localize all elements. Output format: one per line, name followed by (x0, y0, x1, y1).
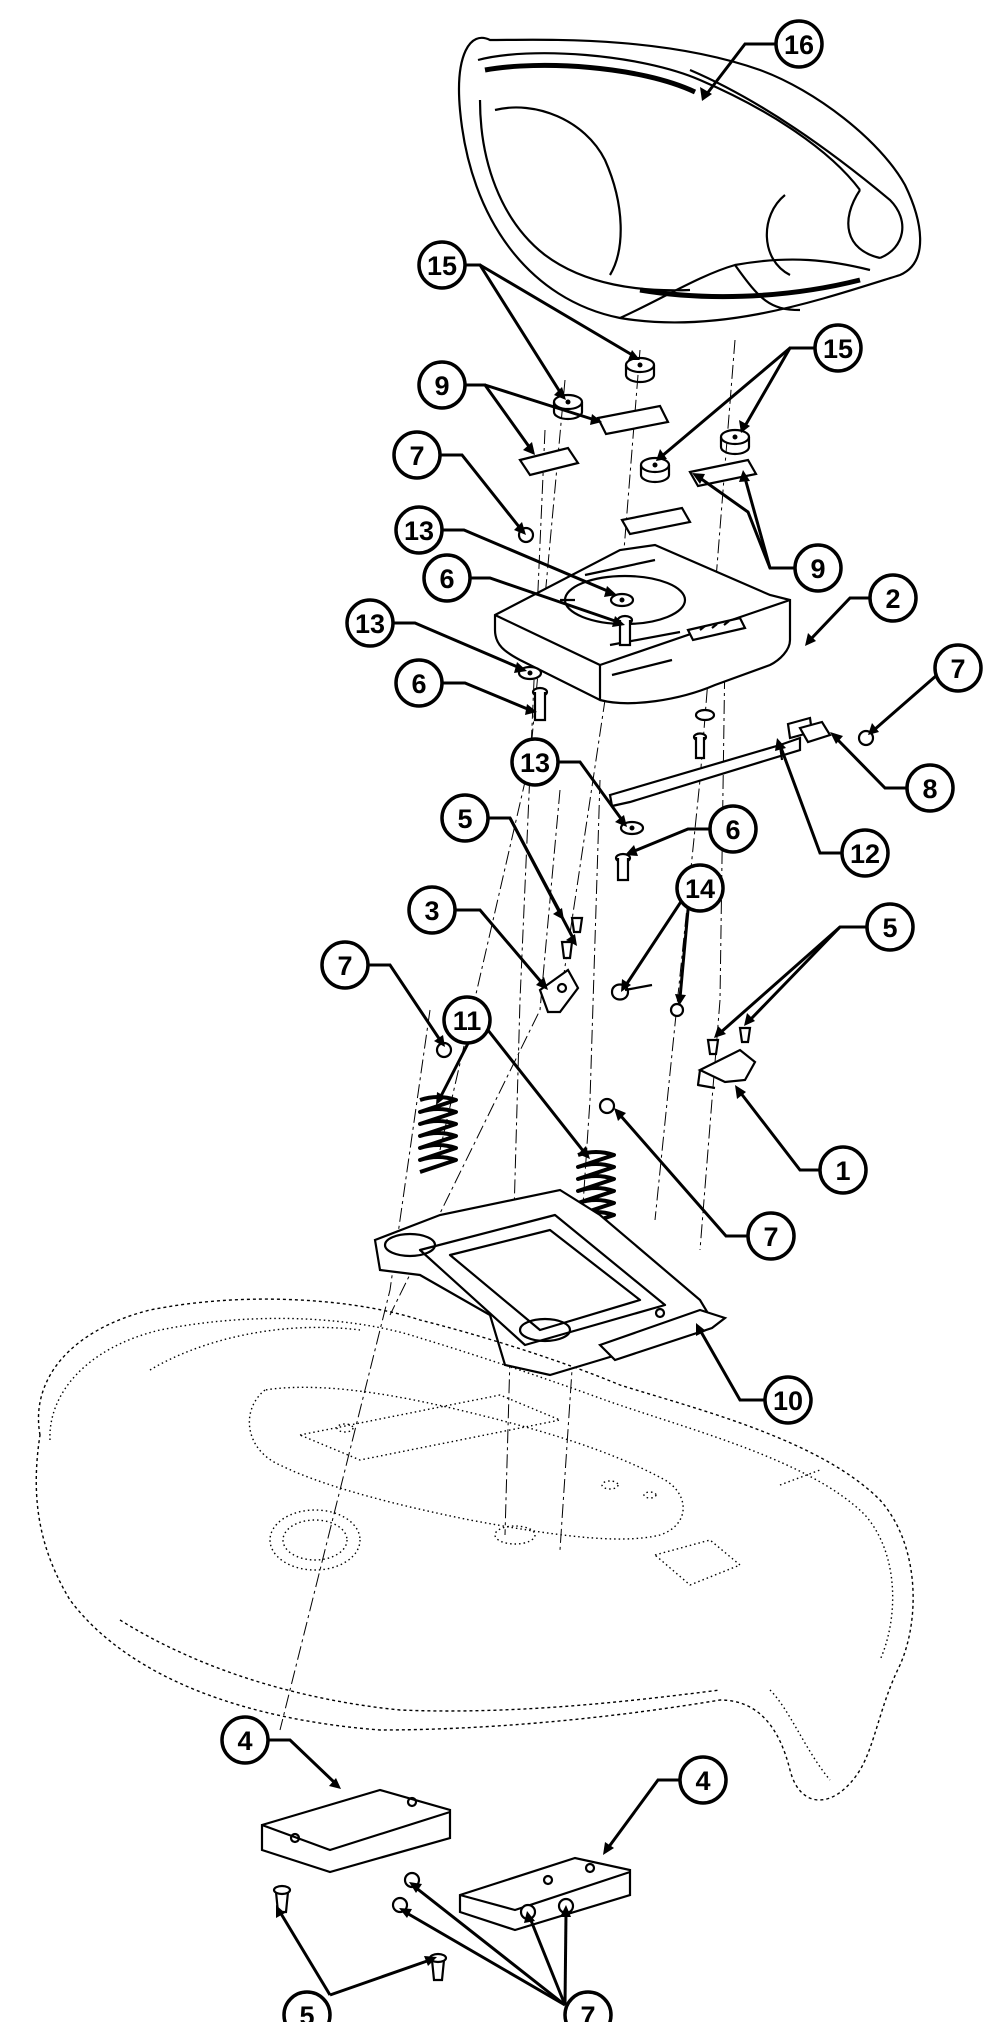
callout-9-lower: 9 (793, 543, 843, 593)
leader-lines (268, 42, 958, 2007)
svg-text:7: 7 (763, 1222, 778, 1252)
bolt-upper (616, 614, 634, 647)
fender-body (35, 1298, 914, 1801)
svg-text:3: 3 (424, 896, 439, 926)
callout-7-left: 7 (320, 940, 370, 990)
bumper-2 (624, 356, 656, 384)
svg-text:5: 5 (457, 804, 472, 834)
callout-4-right: 4 (678, 1755, 728, 1805)
svg-text:6: 6 (439, 564, 454, 594)
svg-text:9: 9 (434, 371, 449, 401)
bumper-4 (719, 428, 751, 456)
bumper-3 (639, 456, 671, 484)
callout-6-left: 6 (394, 658, 444, 708)
callout-3: 3 (407, 885, 457, 935)
seat-pan (493, 543, 792, 705)
svg-text:8: 8 (922, 774, 937, 804)
callout-16: 16 (774, 19, 824, 69)
callouts: 16 15 15 9 7 13 6 9 2 13 6 7 8 13 6 (220, 19, 983, 2022)
bolt-left (531, 686, 549, 722)
callout-13-left: 13 (345, 598, 395, 648)
callout-9-upper: 9 (417, 360, 467, 410)
svg-text:13: 13 (355, 609, 385, 639)
callout-13-lower: 13 (510, 737, 560, 787)
svg-text:14: 14 (685, 874, 715, 904)
svg-text:12: 12 (850, 839, 880, 869)
latch (798, 720, 832, 744)
callout-5-left: 5 (440, 793, 490, 843)
svg-text:7: 7 (950, 654, 965, 684)
slide-bracket (608, 716, 814, 808)
svg-text:7: 7 (580, 2001, 595, 2022)
callout-7-right: 7 (933, 643, 983, 693)
callout-10: 10 (763, 1375, 813, 1425)
callout-7-bottom: 7 (563, 1990, 613, 2022)
callout-8: 8 (905, 763, 955, 813)
svg-text:1: 1 (835, 1156, 850, 1186)
callout-5-right: 5 (865, 902, 915, 952)
svg-text:11: 11 (453, 1006, 482, 1036)
callout-7-middle: 7 (746, 1211, 796, 1261)
svg-text:6: 6 (411, 669, 426, 699)
svg-text:6: 6 (725, 815, 740, 845)
callout-11: 11 (442, 995, 492, 1045)
callout-5-bottom: 5 (282, 1990, 332, 2022)
bumper-set (552, 356, 751, 484)
svg-text:7: 7 (409, 441, 424, 471)
bottom-plates (260, 1788, 632, 1932)
svg-text:15: 15 (427, 251, 457, 281)
washer-upper (609, 592, 635, 608)
callout-4-left: 4 (220, 1715, 270, 1765)
callout-6-upper: 6 (422, 553, 472, 603)
svg-text:7: 7 (337, 951, 352, 981)
hinge-brackets (538, 916, 757, 1090)
svg-text:15: 15 (823, 334, 853, 364)
svg-text:13: 13 (404, 516, 434, 546)
callout-7-upper: 7 (392, 430, 442, 480)
callout-2: 2 (868, 573, 918, 623)
callout-1: 1 (818, 1145, 868, 1195)
svg-text:13: 13 (520, 748, 550, 778)
callout-14: 14 (675, 863, 725, 913)
slide-strips (518, 404, 758, 536)
callout-6-lower: 6 (708, 804, 758, 854)
svg-text:16: 16 (784, 30, 814, 60)
svg-text:9: 9 (810, 554, 825, 584)
callout-15-right: 15 (813, 323, 863, 373)
bolt-lower (614, 852, 632, 882)
svg-text:5: 5 (299, 2001, 314, 2022)
svg-text:10: 10 (773, 1386, 803, 1416)
seat-base (373, 1188, 728, 1377)
seat (458, 36, 922, 324)
callout-15-left: 15 (417, 240, 467, 290)
bumper-1 (552, 393, 584, 421)
svg-text:4: 4 (695, 1766, 710, 1796)
svg-text:4: 4 (237, 1726, 252, 1756)
svg-text:2: 2 (885, 584, 900, 614)
bolt-right (692, 732, 708, 760)
callout-13-upper: 13 (394, 505, 444, 555)
washer-right (694, 708, 716, 722)
svg-text:5: 5 (882, 913, 897, 943)
callout-12: 12 (840, 828, 890, 878)
